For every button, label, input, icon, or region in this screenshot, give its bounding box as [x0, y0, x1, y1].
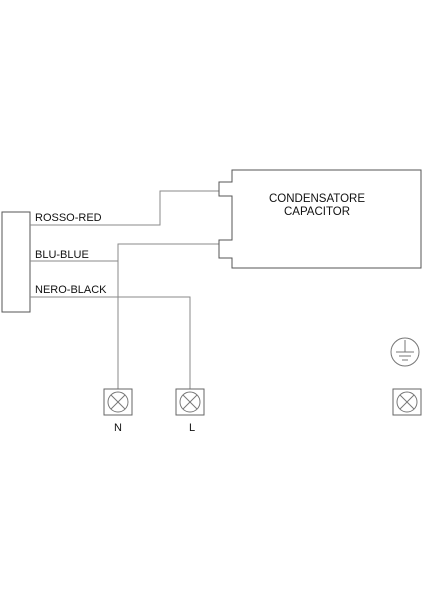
- wire-black: [30, 296, 191, 390]
- capacitor-label-line1: CONDENSATORE: [269, 193, 365, 205]
- wire-label-blue: BLU-BLUE: [35, 249, 89, 261]
- terminal-live: [175, 388, 205, 416]
- capacitor: CONDENSATORE CAPACITOR: [218, 169, 422, 269]
- terminal-label-live: L: [189, 422, 195, 434]
- wire-label-black: NERO-BLACK: [35, 284, 107, 296]
- terminal-neutral: [103, 388, 133, 416]
- wire-blue: [30, 243, 219, 390]
- terminal-block: [1, 211, 31, 313]
- ground-icon: [390, 337, 420, 367]
- terminal-label-neutral: N: [114, 422, 122, 434]
- wire-red: [30, 190, 219, 226]
- terminal-earth: [392, 388, 422, 416]
- wire-label-red: ROSSO-RED: [35, 212, 102, 224]
- capacitor-label-line2: CAPACITOR: [284, 206, 350, 218]
